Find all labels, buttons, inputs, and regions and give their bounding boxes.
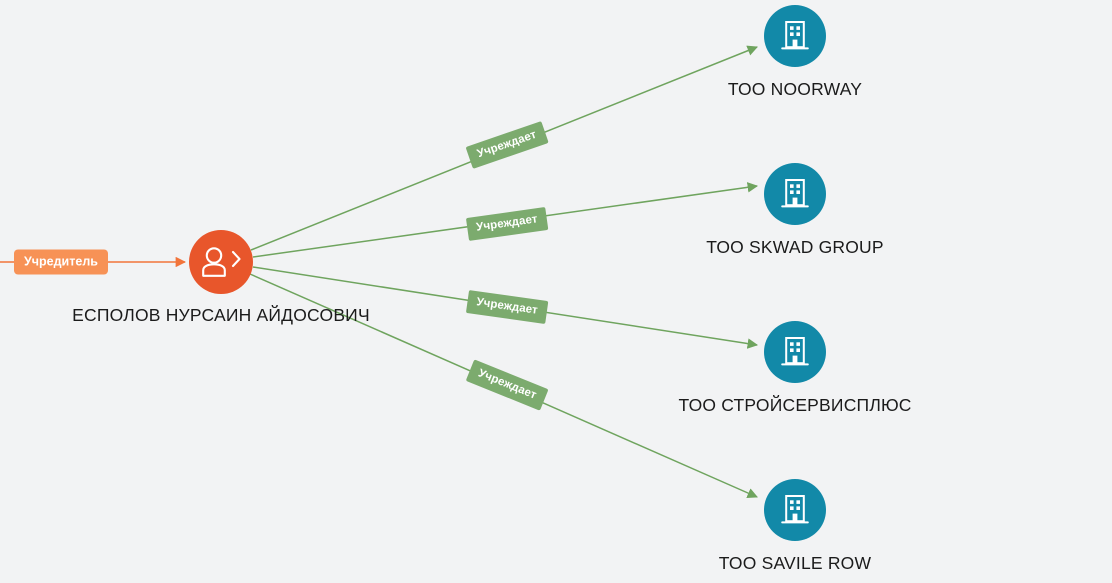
node-caption-company-3[interactable]: ТОО СТРОЙСЕРВИСПЛЮС — [678, 395, 911, 416]
building-icon — [781, 337, 809, 366]
building-icon — [781, 495, 809, 524]
node-company-2[interactable] — [764, 163, 826, 225]
building-icon — [781, 21, 809, 50]
node-company-4[interactable] — [764, 479, 826, 541]
node-person[interactable] — [189, 230, 253, 294]
inbound-relation-badge[interactable]: Учредитель — [14, 249, 108, 275]
company-name: ТОО SKWAD GROUP — [706, 237, 884, 257]
edge-label-text: Учреждает — [475, 213, 539, 234]
inbound-relation-label: Учредитель — [24, 254, 98, 269]
chevron-right-icon — [231, 250, 241, 268]
node-caption-person[interactable]: ЕСПОЛОВ НУРСАИН АЙДОСОВИЧ — [72, 305, 370, 326]
person-icon — [202, 247, 241, 277]
node-caption-company-1[interactable]: ТОО NOORWAY — [728, 79, 862, 100]
company-name: ТОО SAVILE ROW — [718, 553, 872, 573]
edge-label-text: Учреждает — [475, 296, 539, 317]
company-name: ТОО СТРОЙСЕРВИСПЛЮС — [678, 395, 912, 415]
node-caption-company-4[interactable]: ТОО SAVILE ROW — [719, 553, 871, 574]
node-company-1[interactable] — [764, 5, 826, 67]
node-caption-company-2[interactable]: ТОО SKWAD GROUP — [706, 237, 884, 258]
building-icon — [781, 179, 809, 208]
company-name: ТОО NOORWAY — [727, 79, 863, 99]
person-name: ЕСПОЛОВ НУРСАИН АЙДОСОВИЧ — [72, 305, 370, 325]
node-company-3[interactable] — [764, 321, 826, 383]
